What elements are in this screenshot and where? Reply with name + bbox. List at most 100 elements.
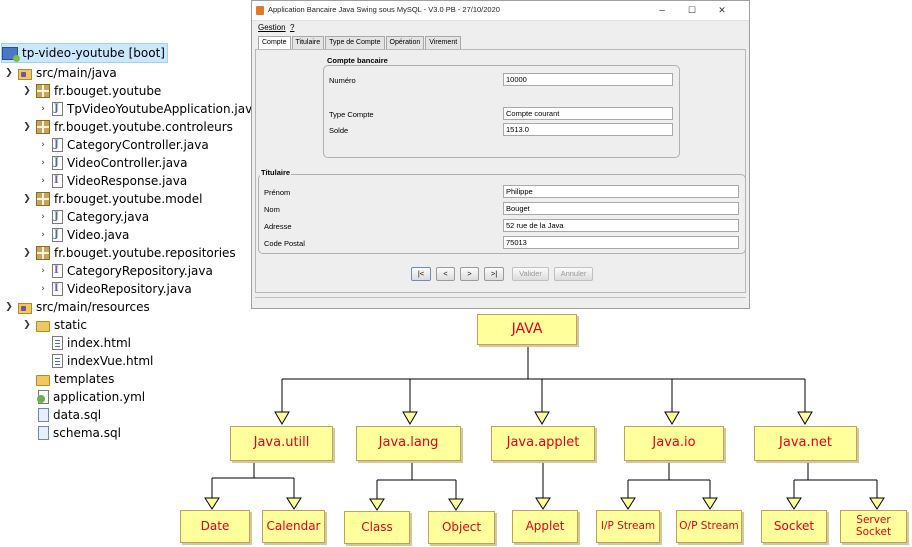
chevron-right-icon[interactable]: › — [41, 284, 45, 294]
tree-item-file[interactable]: › CategoryController.java — [38, 136, 209, 154]
tree-item-file[interactable]: data.sql — [38, 406, 101, 424]
source-folder-icon — [18, 302, 32, 314]
tree-item-label: src/main/java — [36, 66, 117, 80]
tree-item-folder[interactable]: templates — [36, 370, 114, 388]
close-button[interactable]: ✕ — [718, 5, 726, 15]
chevron-down-icon[interactable]: ❯ — [5, 302, 13, 312]
tree-item-file[interactable]: indexVue.html — [52, 352, 153, 370]
minimize-button[interactable]: – — [659, 5, 665, 16]
valider-button[interactable]: Valider — [512, 267, 549, 281]
next-record-button[interactable]: > — [460, 267, 479, 281]
tree-item-folder[interactable]: ❯ static — [22, 316, 87, 334]
tree-item-file[interactable]: › Video.java — [38, 226, 129, 244]
html-file-icon — [52, 354, 63, 368]
type-compte-field[interactable]: Compte courant — [503, 107, 673, 120]
tree-item-label: fr.bouget.youtube.repositories — [54, 246, 236, 260]
chevron-right-icon[interactable]: › — [41, 230, 45, 240]
diagram-node-date: Date — [180, 510, 250, 543]
tree-item-label: schema.sql — [53, 426, 121, 440]
sql-file-icon — [38, 426, 49, 440]
java-interface-icon — [52, 280, 63, 298]
tree-item-file[interactable]: › TpVideoYoutubeApplication.java — [38, 100, 259, 118]
chevron-right-icon[interactable]: › — [41, 140, 45, 150]
tab-virement[interactable]: Virement — [425, 36, 462, 49]
tree-item-file[interactable]: schema.sql — [38, 424, 121, 442]
chevron-down-icon[interactable]: ❯ — [23, 86, 31, 96]
titulaire-title: Titulaire — [260, 168, 292, 177]
adresse-field[interactable]: 52 rue de la Java — [503, 219, 739, 232]
tree-item-project[interactable]: tp-video-youtube [boot] — [1, 43, 168, 63]
chevron-right-icon[interactable]: › — [41, 212, 45, 222]
tree-item-package[interactable]: ❯ fr.bouget.youtube.controleurs — [22, 118, 233, 136]
tree-item-label: VideoRepository.java — [67, 282, 192, 296]
chevron-down-icon[interactable]: ❯ — [23, 194, 31, 204]
tree-item-label: index.html — [67, 336, 131, 350]
tree-item-file[interactable]: › VideoController.java — [38, 154, 187, 172]
tab-type-de-compte[interactable]: Type de Compte — [325, 36, 385, 49]
diagram-node-java-lang: Java.lang — [356, 426, 461, 461]
first-record-button[interactable]: |< — [411, 267, 431, 281]
menu-help[interactable]: ? — [290, 23, 295, 32]
nom-field[interactable]: Bouget — [503, 202, 739, 215]
tree-item-src-main-resources[interactable]: ❯ src/main/resources — [4, 298, 150, 316]
diagram-node-server-socket: Server Socket — [840, 510, 907, 543]
chevron-right-icon[interactable]: › — [41, 104, 45, 114]
chevron-right-icon[interactable]: › — [41, 158, 45, 168]
previous-record-button[interactable]: < — [436, 267, 455, 281]
chevron-down-icon[interactable]: ❯ — [5, 68, 13, 78]
tab-compte[interactable]: Compte — [258, 36, 291, 50]
tree-item-file[interactable]: › CategoryRepository.java — [38, 262, 213, 280]
tree-item-file[interactable]: › VideoRepository.java — [38, 280, 192, 298]
code-postal-field[interactable]: 75013 — [503, 236, 739, 249]
tree-item-label: fr.bouget.youtube.model — [54, 192, 203, 206]
chevron-down-icon[interactable]: ❯ — [23, 122, 31, 132]
tree-item-file[interactable]: › VideoResponse.java — [38, 172, 187, 190]
tree-item-file[interactable]: application.yml — [37, 388, 145, 406]
java-file-icon — [52, 208, 63, 226]
window-title: Application Bancaire Java Swing sous MyS… — [268, 5, 500, 14]
adresse-label: Adresse — [264, 222, 292, 231]
tree-item-file[interactable]: › Category.java — [38, 208, 149, 226]
diagram-node-java-net: Java.net — [754, 426, 857, 461]
tree-item-label: fr.bouget.youtube.controleurs — [54, 120, 233, 134]
project-icon — [2, 46, 20, 62]
java-file-icon — [52, 136, 63, 154]
annuler-button[interactable]: Annuler — [554, 267, 593, 281]
solde-label: Solde — [329, 126, 349, 135]
tree-item-label: indexVue.html — [67, 354, 154, 368]
tree-item-label: static — [54, 318, 87, 332]
chevron-right-icon[interactable]: › — [41, 176, 45, 186]
java-file-icon — [52, 100, 63, 118]
folder-icon — [36, 320, 50, 332]
solde-field[interactable]: 1513.0 — [503, 123, 673, 136]
diagram-node-object: Object — [428, 511, 495, 544]
tree-item-package[interactable]: ❯ fr.bouget.youtube — [22, 82, 161, 100]
code-postal-label: Code Postal — [264, 239, 305, 248]
chevron-right-icon[interactable]: › — [41, 266, 45, 276]
diagram-node-socket: Socket — [761, 510, 827, 543]
tree-item-label: src/main/resources — [36, 300, 150, 314]
tab-operation[interactable]: Opération — [385, 36, 425, 49]
tree-item-src-main-java[interactable]: ❯ src/main/java — [4, 64, 117, 82]
package-icon — [36, 84, 50, 98]
tab-titulaire[interactable]: Titulaire — [291, 36, 325, 49]
chevron-down-icon[interactable]: ❯ — [23, 320, 31, 330]
last-record-button[interactable]: >| — [484, 267, 504, 281]
diagram-node-applet: Applet — [512, 510, 578, 543]
tree-item-file[interactable]: index.html — [52, 334, 131, 352]
diagram-node-java-io: Java.io — [624, 426, 724, 461]
nom-label: Nom — [264, 205, 280, 214]
prenom-field[interactable]: Philippe — [503, 185, 739, 198]
menu-gestion[interactable]: Gestion — [258, 23, 286, 32]
package-icon — [36, 192, 50, 206]
diagram-node-class: Class — [344, 511, 410, 544]
window-titlebar[interactable]: Application Bancaire Java Swing sous MyS… — [252, 1, 749, 21]
maximize-button[interactable]: ☐ — [687, 5, 697, 15]
tree-item-package[interactable]: ❯ fr.bouget.youtube.repositories — [22, 244, 236, 262]
numero-field[interactable]: 10000 — [503, 73, 673, 86]
tree-item-package[interactable]: ❯ fr.bouget.youtube.model — [22, 190, 203, 208]
java-file-icon — [52, 154, 63, 172]
banking-app-window: Application Bancaire Java Swing sous MyS… — [251, 0, 750, 309]
tree-item-label: Video.java — [67, 228, 130, 242]
chevron-down-icon[interactable]: ❯ — [23, 248, 31, 258]
